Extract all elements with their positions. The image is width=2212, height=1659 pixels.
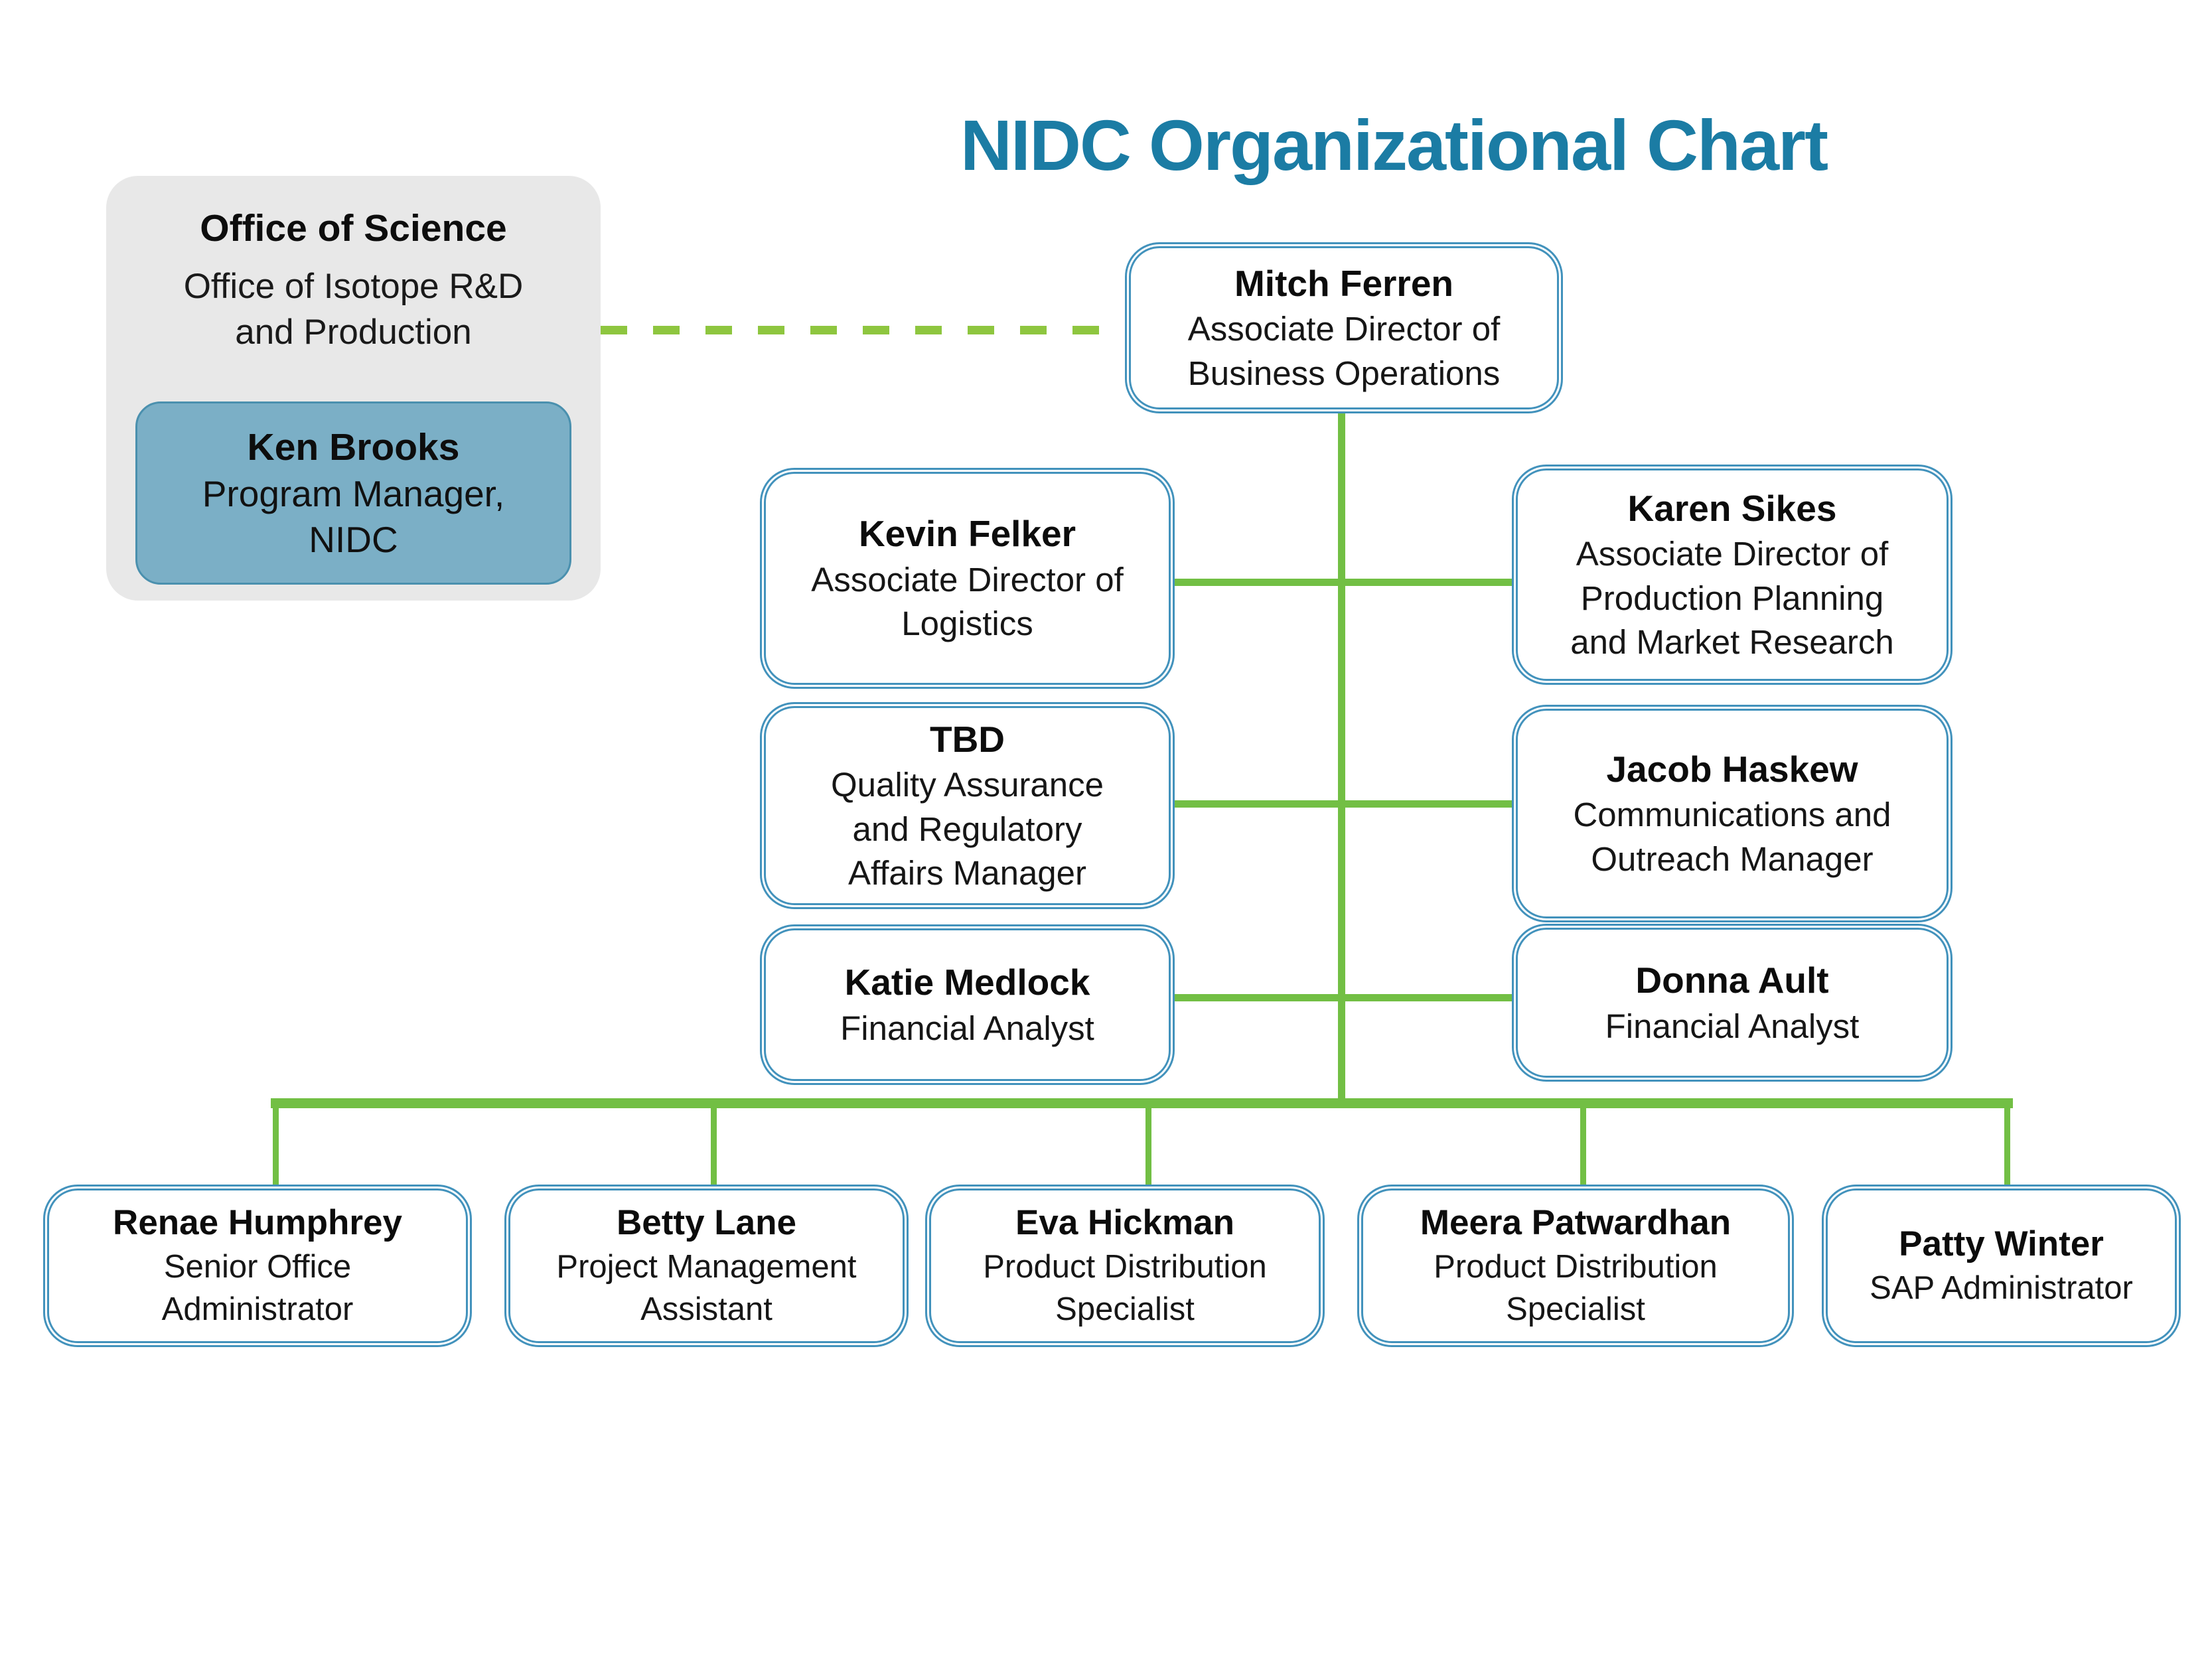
person-title: Project Management Assistant xyxy=(556,1249,857,1327)
org-node-renae-humphrey: Renae Humphrey Senior Office Administrat… xyxy=(43,1185,472,1347)
person-title: Associate Director of Logistics xyxy=(811,560,1124,643)
person-title: Product Distribution Specialist xyxy=(983,1249,1267,1327)
bottom-row-horizontal-connector xyxy=(271,1098,2013,1108)
org-node-eva-hickman: Eva Hickman Product Distribution Special… xyxy=(925,1185,1325,1347)
person-name: Katie Medlock xyxy=(844,962,1090,1003)
person-title: Program Manager, NIDC xyxy=(202,472,505,560)
drop-connector-renae xyxy=(273,1104,279,1187)
drop-connector-eva xyxy=(1145,1104,1151,1187)
person-title: Product Distribution Specialist xyxy=(1434,1249,1718,1327)
office-of-science-box: Office of Science Office of Isotope R&D … xyxy=(106,176,601,601)
person-name: Karen Sikes xyxy=(1627,487,1837,529)
vertical-trunk-connector xyxy=(1338,411,1345,1105)
person-name: Meera Patwardhan xyxy=(1420,1203,1732,1243)
org-node-katie-medlock: Katie Medlock Financial Analyst xyxy=(760,924,1175,1085)
connector-kevin-karen xyxy=(1173,579,1513,586)
person-name: Eva Hickman xyxy=(1015,1203,1234,1243)
person-title: SAP Administrator xyxy=(1870,1270,2133,1307)
drop-connector-patty xyxy=(2004,1104,2010,1187)
dashed-connector-office-to-mitch xyxy=(601,326,1125,334)
person-title: Financial Analyst xyxy=(1605,1007,1860,1045)
person-name: Patty Winter xyxy=(1899,1224,2104,1264)
person-name: Renae Humphrey xyxy=(113,1203,402,1243)
person-name: Jacob Haskew xyxy=(1606,748,1858,790)
org-node-donna-ault: Donna Ault Financial Analyst xyxy=(1512,924,1953,1082)
org-node-kevin-felker: Kevin Felker Associate Director of Logis… xyxy=(760,468,1175,689)
person-title: Senior Office Administrator xyxy=(161,1249,354,1327)
person-name: Donna Ault xyxy=(1635,960,1829,1001)
person-name: Betty Lane xyxy=(617,1203,796,1243)
org-node-tbd: TBD Quality Assurance and Regulatory Aff… xyxy=(760,702,1175,909)
person-title: Communications and Outreach Manager xyxy=(1573,796,1891,878)
org-node-patty-winter: Patty Winter SAP Administrator xyxy=(1822,1185,2181,1347)
person-name: Ken Brooks xyxy=(247,425,460,469)
drop-connector-betty xyxy=(711,1104,717,1187)
office-heading: Office of Science xyxy=(200,207,507,250)
connector-katie-donna xyxy=(1173,994,1513,1001)
org-node-meera-patwardhan: Meera Patwardhan Product Distribution Sp… xyxy=(1357,1185,1794,1347)
drop-connector-meera xyxy=(1580,1104,1586,1187)
page-title: NIDC Organizational Chart xyxy=(960,105,1828,185)
program-manager-box: Ken Brooks Program Manager, NIDC xyxy=(135,401,571,585)
connector-tbd-jacob xyxy=(1173,800,1513,808)
person-title: Quality Assurance and Regulatory Affairs… xyxy=(830,766,1104,892)
org-node-betty-lane: Betty Lane Project Management Assistant xyxy=(504,1185,909,1347)
person-title: Financial Analyst xyxy=(840,1009,1094,1047)
person-name: Kevin Felker xyxy=(858,513,1076,555)
person-name: TBD xyxy=(929,718,1005,760)
person-name: Mitch Ferren xyxy=(1234,262,1454,304)
org-node-karen-sikes: Karen Sikes Associate Director of Produc… xyxy=(1512,465,1953,685)
person-title: Associate Director of Production Plannin… xyxy=(1570,535,1894,661)
person-title: Associate Director of Business Operation… xyxy=(1187,310,1501,392)
org-node-mitch-ferren: Mitch Ferren Associate Director of Busin… xyxy=(1125,242,1563,413)
org-node-jacob-haskew: Jacob Haskew Communications and Outreach… xyxy=(1512,705,1953,922)
office-subheading: Office of Isotope R&D and Production xyxy=(183,267,524,352)
